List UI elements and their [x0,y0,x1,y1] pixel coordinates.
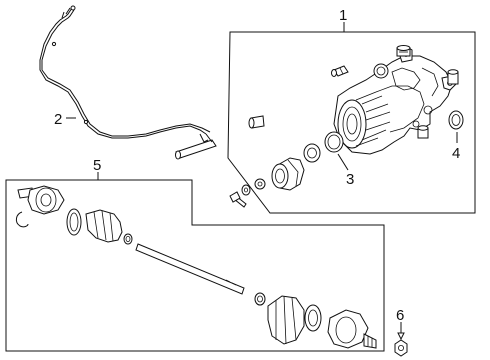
axle-nut [394,339,408,357]
callout-6: 6 [396,307,404,324]
seal-upper [373,63,389,79]
callout-4: 4 [452,145,460,162]
input-flange [271,157,305,191]
fill-plug [396,45,411,57]
callout-2: 2 [54,111,62,128]
mounting-bolt [229,191,247,208]
differential-assembly [333,45,457,155]
mount-bushing-left [248,115,265,129]
leader-3 [337,153,349,171]
axle-seal-right [448,110,464,130]
differential-frame [227,31,476,214]
vent-hose [39,5,217,160]
mount-bushing-lower [417,125,429,139]
callout-3: 3 [346,171,354,188]
flange-nut [241,184,251,196]
axle-shaft-assembly [15,185,377,349]
flange-washer [254,178,266,190]
companion-seal [303,143,321,163]
callout-1: 1 [339,7,347,24]
axle-seal-left [324,131,344,153]
axle-shaft-frame [5,179,385,352]
breather-fitting [331,65,349,77]
callout-5: 5 [93,157,101,174]
mount-bushing-right [447,69,459,85]
